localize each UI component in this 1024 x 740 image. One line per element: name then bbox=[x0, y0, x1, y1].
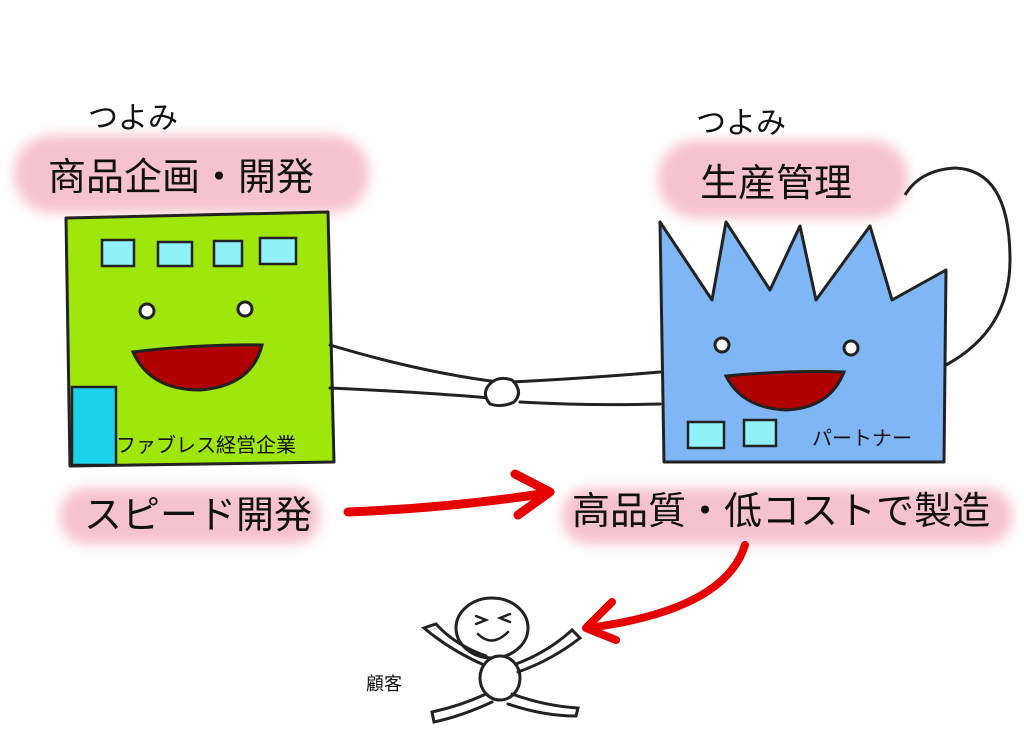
fabless-company-building: ファブレス経営企業 bbox=[64, 210, 336, 468]
highlight-right-strength bbox=[658, 140, 908, 218]
right-eye-1 bbox=[713, 336, 731, 354]
highlight-left-output bbox=[60, 488, 320, 544]
handshake bbox=[328, 343, 662, 408]
right-factory-body bbox=[658, 220, 948, 464]
left-eye-2 bbox=[236, 300, 254, 318]
left-window-3 bbox=[212, 239, 244, 268]
left-output-label: スピード開発 bbox=[84, 493, 312, 537]
partner-name: パートナー bbox=[812, 426, 912, 450]
highlight-right-output bbox=[562, 488, 1012, 544]
left-strength-label: つよみ bbox=[88, 101, 178, 136]
partner-factory-building: パートナー bbox=[658, 166, 1012, 464]
left-door bbox=[70, 385, 118, 467]
customer-figure bbox=[420, 596, 583, 724]
left-eye-1 bbox=[138, 302, 156, 320]
customer-body bbox=[478, 654, 522, 702]
right-window-2 bbox=[742, 418, 778, 448]
highlights bbox=[14, 135, 1012, 544]
left-mouth bbox=[130, 343, 264, 392]
customer-right-leg bbox=[506, 692, 580, 718]
factory-chimney-pipe bbox=[903, 166, 1012, 367]
highlight-left-strength bbox=[14, 135, 369, 213]
right-output-label: 高品質・低コストで製造 bbox=[572, 489, 990, 533]
customer-right-arm bbox=[514, 627, 583, 674]
right-eye-2 bbox=[842, 339, 860, 357]
customer-left-leg bbox=[430, 692, 494, 724]
customer-label: 顧客 bbox=[366, 674, 402, 695]
customer-left-arm bbox=[420, 622, 488, 667]
right-strength-label: つよみ bbox=[696, 106, 786, 141]
right-mouth bbox=[723, 370, 847, 412]
left-strength-title: 商品企画・開発 bbox=[48, 155, 314, 199]
right-arm bbox=[510, 370, 662, 407]
left-window-1 bbox=[100, 238, 136, 268]
arrow-to-partner bbox=[343, 469, 555, 520]
left-window-4 bbox=[258, 236, 298, 266]
right-strength-title: 生産管理 bbox=[700, 161, 852, 205]
right-window-1 bbox=[686, 420, 726, 450]
customer-face bbox=[474, 612, 512, 642]
arrow-to-customer bbox=[582, 541, 749, 644]
left-window-2 bbox=[156, 240, 194, 268]
left-building-body bbox=[64, 210, 336, 468]
handshake-hands bbox=[484, 376, 520, 408]
fabless-company-name: ファブレス経営企業 bbox=[116, 433, 296, 457]
left-arm bbox=[328, 343, 500, 400]
